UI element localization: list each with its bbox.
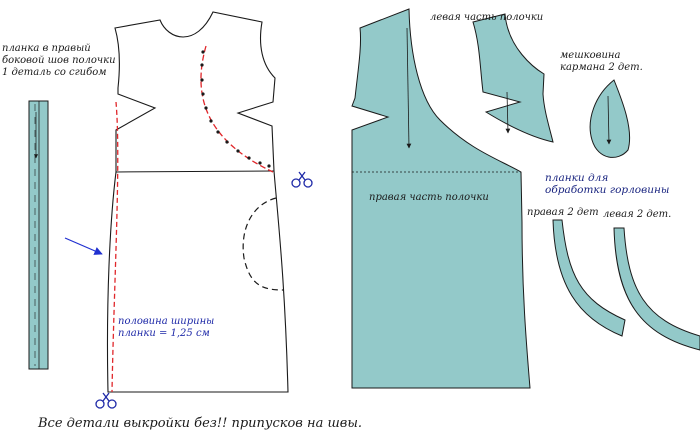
button-dots (200, 50, 271, 168)
right-2-label: правая 2 дет (527, 207, 599, 218)
left-2-label: левая 2 дет. (603, 209, 672, 220)
pocket-bag-label: мешковина кармана 2 дет. (560, 50, 643, 73)
left-front-label: левая часть полочки (430, 12, 544, 23)
side-strip-piece (28, 100, 49, 370)
neck-facings-label: планки для обработки горловины (545, 172, 670, 196)
arrow-icon (64, 237, 103, 255)
neck-facing-left-piece (613, 227, 700, 351)
base-pattern-piece (106, 11, 289, 393)
pocket-bag-piece (589, 79, 631, 158)
scissors-icon (291, 171, 313, 188)
half-width-label: половина ширины планки = 1,25 см (118, 316, 215, 339)
right-front-label: правая часть полочки (369, 192, 489, 203)
strip-label: планка в правый боковой шов полочки 1 де… (2, 43, 116, 78)
right-front-piece (351, 8, 531, 389)
scissors-icon (95, 392, 117, 409)
left-front-piece (472, 13, 554, 143)
neck-facing-right-piece (552, 219, 626, 337)
footer-note: Все детали выкройки без!! припусков на ш… (38, 416, 363, 431)
